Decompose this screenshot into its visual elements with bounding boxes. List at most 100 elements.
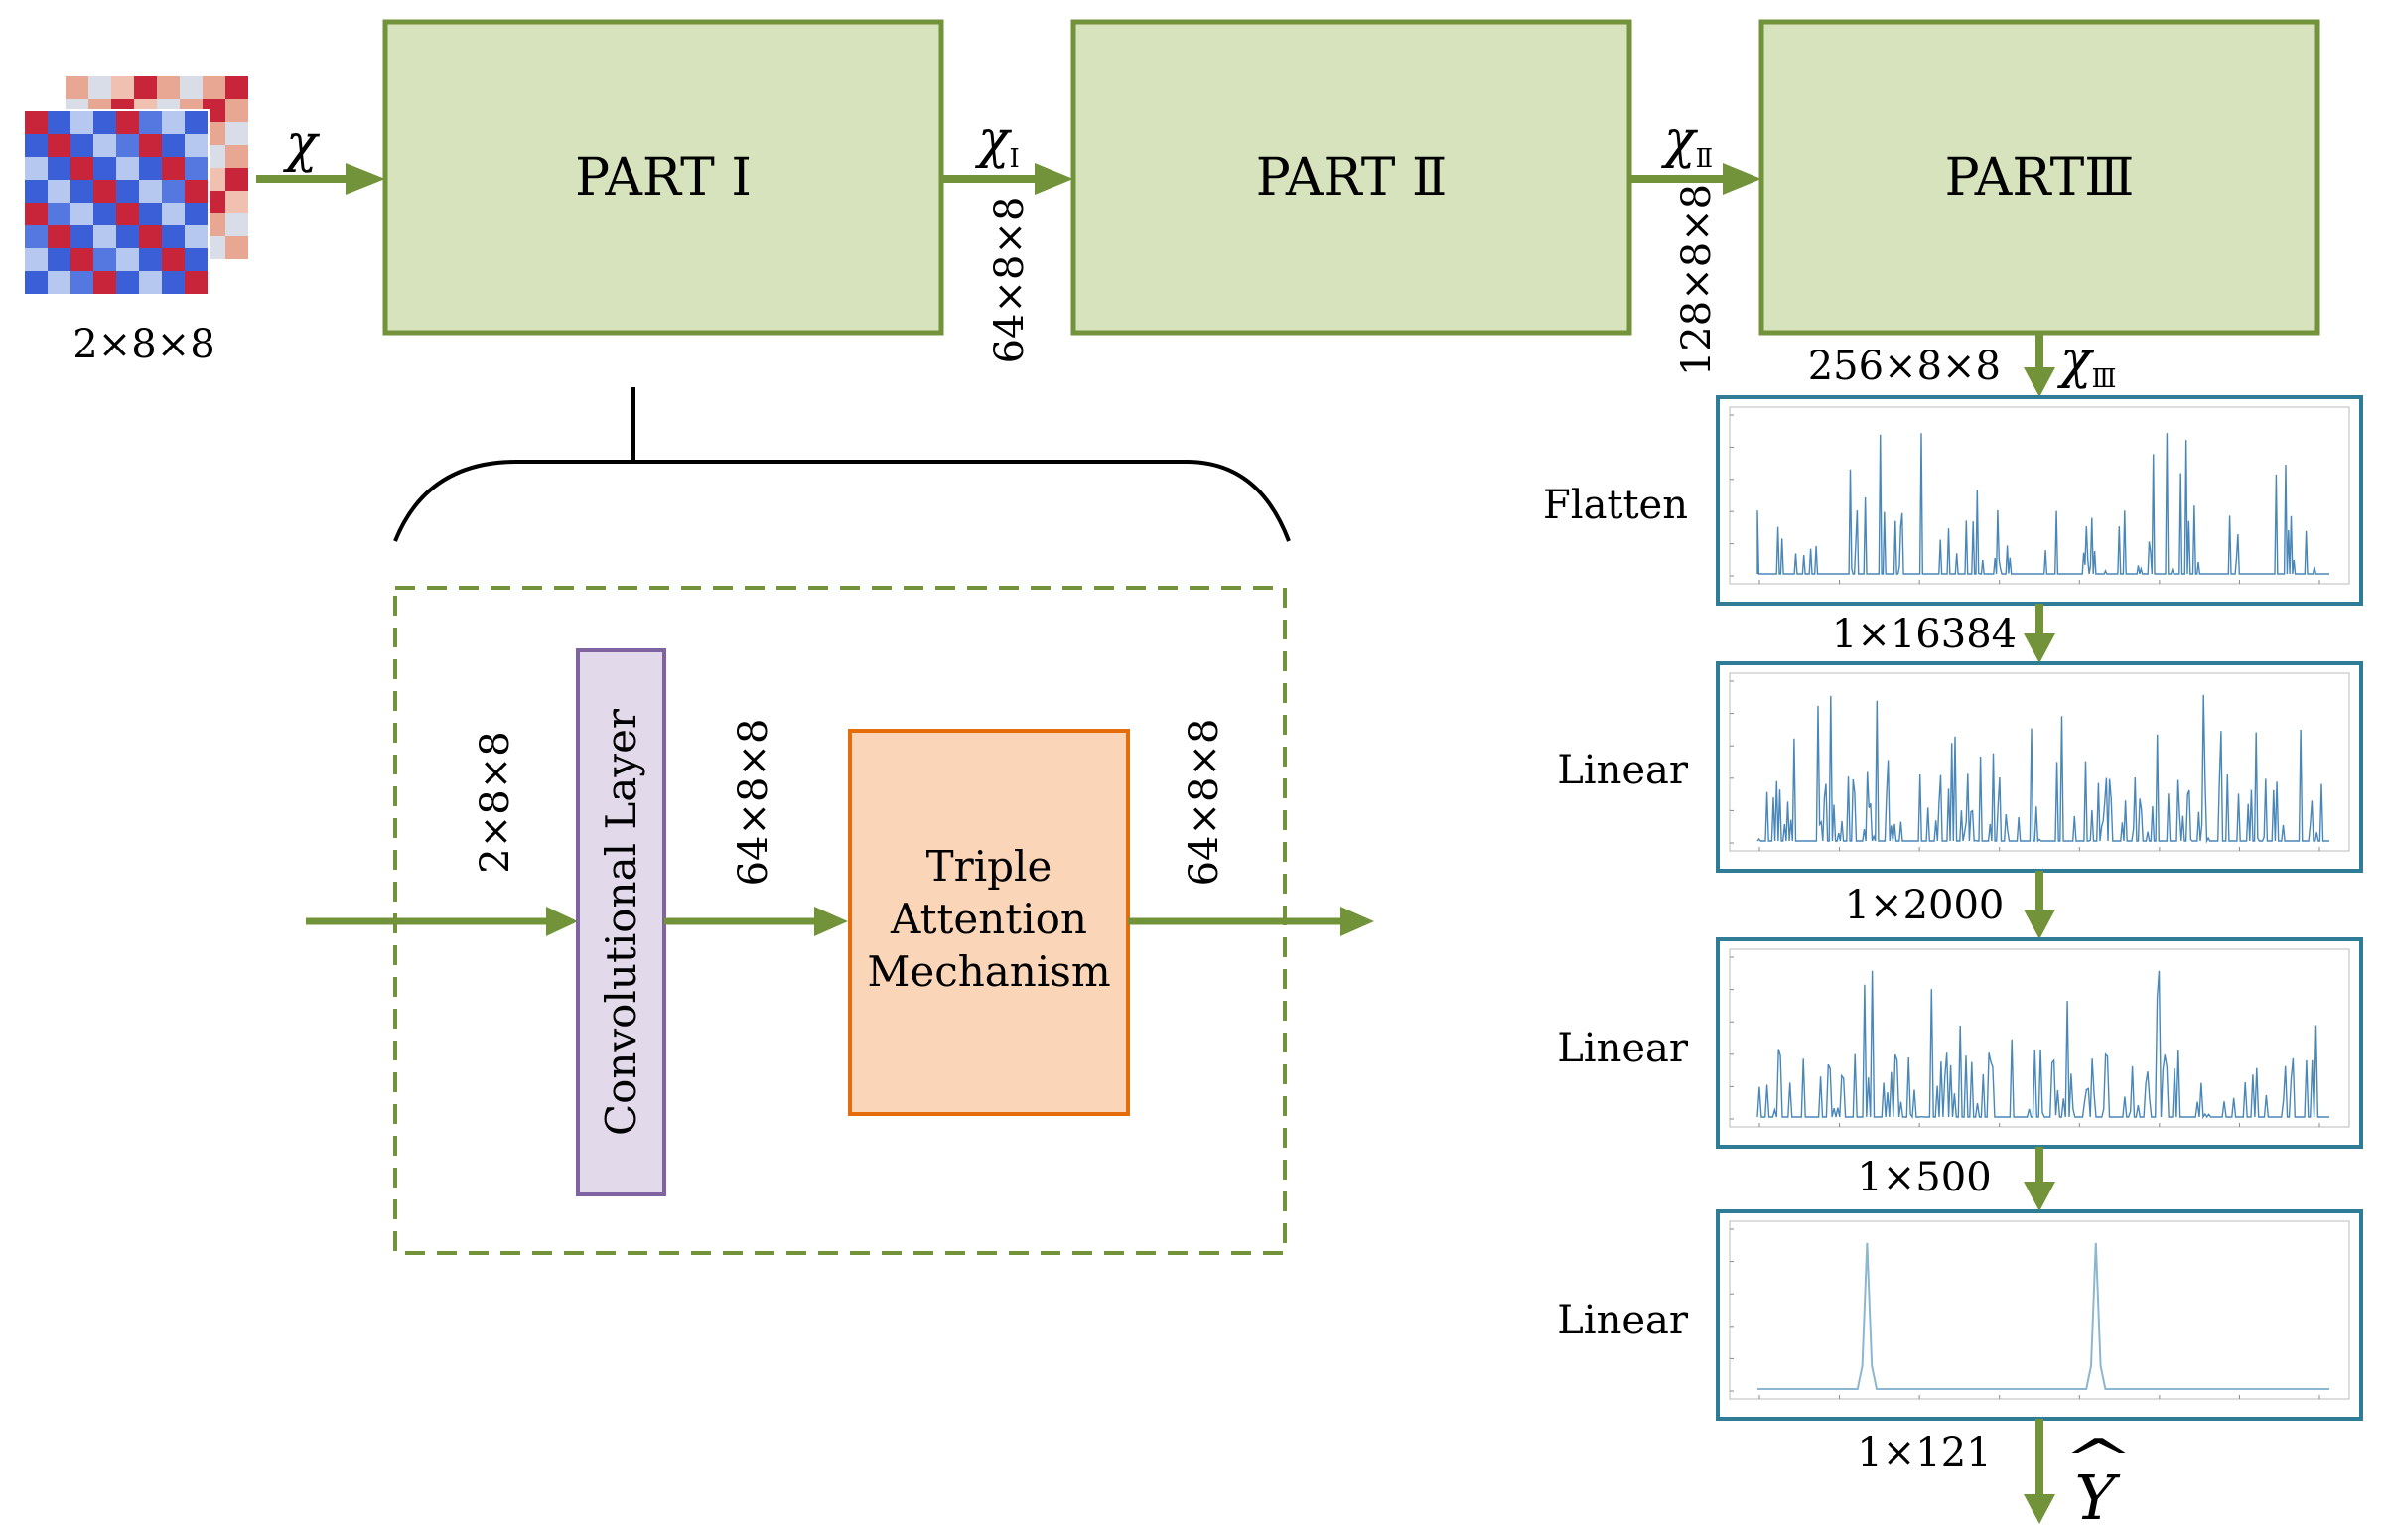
heatmap-cell xyxy=(116,248,139,271)
head-shape-label-3: 1×500 xyxy=(1857,1155,1991,1200)
heatmap-cell xyxy=(225,191,248,213)
heatmap-cell xyxy=(93,111,116,134)
heatmap-cell xyxy=(93,157,116,180)
heatmap-cell xyxy=(162,134,185,157)
heatmap-cell xyxy=(93,248,116,271)
heatmap-cell xyxy=(93,271,116,294)
detail-input-arrow xyxy=(306,907,578,936)
heatmap-cell xyxy=(162,225,185,248)
heatmap-cell xyxy=(70,134,93,157)
head-op-label-1: Flatten xyxy=(1543,483,1688,528)
heatmap-cell xyxy=(157,76,180,99)
input-shape-label: 2×8×8 xyxy=(72,322,214,367)
part-2-label: PART Ⅱ xyxy=(1256,148,1448,208)
head-panel-4 xyxy=(1716,1209,2363,1421)
heatmap-cell xyxy=(70,157,93,180)
heatmap-cell xyxy=(139,111,162,134)
heatmap-cell xyxy=(139,180,162,203)
connector-3-shape: 256×8×8 xyxy=(1808,344,2001,389)
heatmap-cell xyxy=(162,180,185,203)
heatmap-cell xyxy=(203,76,225,99)
heatmap-cell xyxy=(225,76,248,99)
heatmap-cell xyxy=(70,111,93,134)
connector-3-symbol: χⅢ xyxy=(2056,331,2117,394)
heatmap-cell xyxy=(93,134,116,157)
input-symbol: χ xyxy=(282,114,321,174)
conv-layer-label: Convolutional Layer xyxy=(597,708,645,1136)
detail-output-arrow xyxy=(1128,907,1374,936)
part-1-box: PART Ⅰ xyxy=(382,19,944,336)
heatmap-cell xyxy=(185,225,208,248)
attention-line-2: Attention xyxy=(890,895,1087,943)
heatmap-cell xyxy=(139,157,162,180)
heatmap-cell xyxy=(116,225,139,248)
heatmap-cell xyxy=(116,111,139,134)
heatmap-cell xyxy=(139,134,162,157)
head-panel-3 xyxy=(1716,937,2363,1149)
head-arrow-2 xyxy=(2024,871,2055,939)
heatmap-cell xyxy=(25,203,48,225)
heatmap-cell xyxy=(185,157,208,180)
heatmap-cell xyxy=(134,76,157,99)
part-1-label: PART Ⅰ xyxy=(575,148,752,208)
heatmap-cell xyxy=(66,76,88,99)
heatmap-cell xyxy=(25,225,48,248)
heatmap-cell xyxy=(225,168,248,191)
heatmap-cell xyxy=(180,76,203,99)
detail-output-shape: 64×8×8 xyxy=(1182,719,1227,887)
input-tensor-stack xyxy=(23,74,250,296)
head-panel-1 xyxy=(1716,395,2363,606)
heatmap-cell xyxy=(93,180,116,203)
heatmap-cell xyxy=(25,111,48,134)
head-op-label-3: Linear xyxy=(1557,1026,1689,1071)
heatmap-cell xyxy=(185,203,208,225)
connector-2-arrow xyxy=(1629,163,1761,195)
heatmap-cell xyxy=(93,225,116,248)
heatmap-cell xyxy=(139,203,162,225)
heatmap-cell xyxy=(25,271,48,294)
heatmap-cell xyxy=(225,99,248,122)
attention-line-1: Triple xyxy=(926,842,1052,891)
heatmap-cell xyxy=(25,248,48,271)
heatmap-cell xyxy=(116,203,139,225)
head-op-label-4: Linear xyxy=(1557,1298,1689,1343)
heatmap-cell xyxy=(48,271,70,294)
heatmap-cell xyxy=(185,248,208,271)
heatmap-cell xyxy=(116,271,139,294)
heatmap-cell xyxy=(139,271,162,294)
heatmap-cell xyxy=(116,157,139,180)
heatmap-cell xyxy=(48,134,70,157)
detail-brace xyxy=(393,387,1291,542)
connector-1-arrow xyxy=(941,163,1073,195)
output-hat: ^ xyxy=(2062,1428,2134,1490)
head-shape-label-1: 1×16384 xyxy=(1832,612,2017,657)
heatmap-cell xyxy=(70,180,93,203)
heatmap-cell xyxy=(48,157,70,180)
head-panel-2 xyxy=(1716,661,2363,873)
head-arrow-4 xyxy=(2024,1419,2055,1524)
heatmap-cell xyxy=(48,111,70,134)
heatmap-cell xyxy=(70,225,93,248)
part-3-box: PARTⅢ xyxy=(1758,19,2320,336)
heatmap-cell xyxy=(185,134,208,157)
heatmap-cell xyxy=(48,248,70,271)
heatmap-cell xyxy=(116,180,139,203)
heatmap-cell xyxy=(48,203,70,225)
heatmap-cell xyxy=(25,180,48,203)
heatmap-cell xyxy=(225,236,248,259)
heatmap-cell xyxy=(185,111,208,134)
heatmap-cell xyxy=(225,122,248,145)
heatmap-cell xyxy=(70,271,93,294)
head-shape-label-2: 1×2000 xyxy=(1845,883,2005,928)
heatmap-cell xyxy=(88,76,111,99)
heatmap-cell xyxy=(139,225,162,248)
heatmap-cell xyxy=(225,145,248,168)
head-arrow-1 xyxy=(2024,604,2055,663)
attention-box: Triple Attention Mechanism xyxy=(848,729,1130,1116)
detail-mid-shape: 64×8×8 xyxy=(731,719,776,887)
heatmap-cell xyxy=(48,225,70,248)
heatmap-cell xyxy=(185,271,208,294)
conv-layer-box: Convolutional Layer xyxy=(576,648,666,1196)
heatmap-cell xyxy=(162,248,185,271)
connector-1-shape: 64×8×8 xyxy=(987,197,1033,364)
